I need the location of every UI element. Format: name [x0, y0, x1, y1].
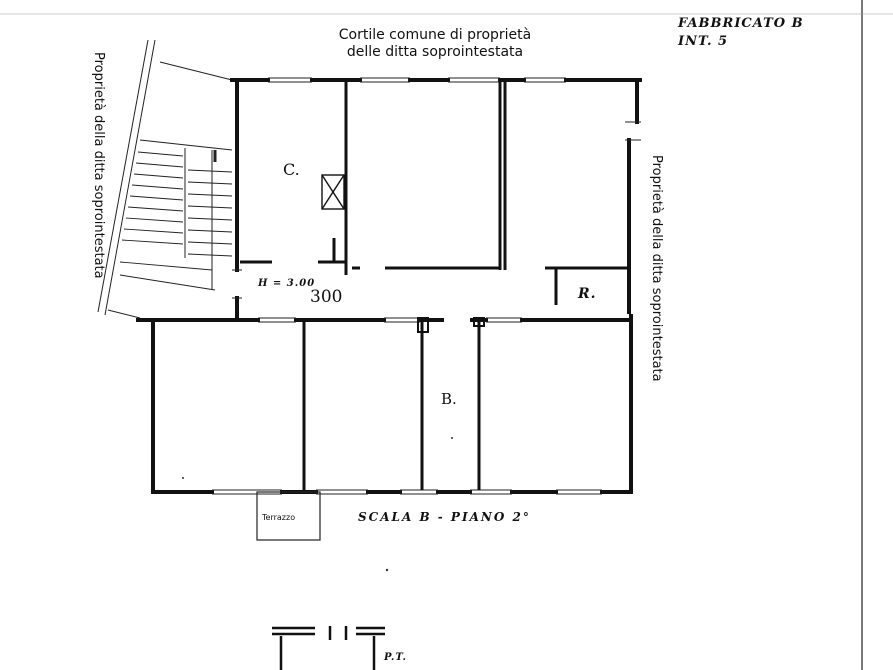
exterior-walls [136, 78, 642, 494]
chimney [321, 174, 345, 210]
ground-floor-symbol [272, 626, 385, 670]
staircase [97, 39, 233, 319]
ground-floor-label: P.T. [384, 652, 407, 663]
terrace-outline [256, 491, 321, 541]
courtyard-note: Cortile comune di proprietà delle ditta … [330, 27, 540, 61]
height-value: 300 [310, 287, 343, 307]
courtyard-line-2: delle ditta soprointestata [346, 44, 524, 60]
room-r-label: R. [578, 286, 597, 302]
room-b-label: B. [441, 390, 457, 408]
unit-label: INT. 5 [678, 34, 729, 49]
windows [212, 77, 641, 495]
floor-title: SCALA B - PIANO 2° [358, 510, 531, 524]
side-right-note: Proprietà della ditta soprointestata [649, 155, 664, 382]
height-note: H = 3.00 [258, 278, 316, 289]
building-label: FABBRICATO B [678, 16, 804, 31]
terrace-label: Terrazzo [262, 513, 296, 522]
courtyard-line-1: Cortile comune di proprietà [338, 27, 532, 43]
interior-walls [240, 82, 629, 490]
room-c-label: C. [283, 160, 300, 179]
side-left-note: Proprietà della ditta soprointestata [91, 52, 106, 279]
paper-specks [182, 437, 453, 572]
